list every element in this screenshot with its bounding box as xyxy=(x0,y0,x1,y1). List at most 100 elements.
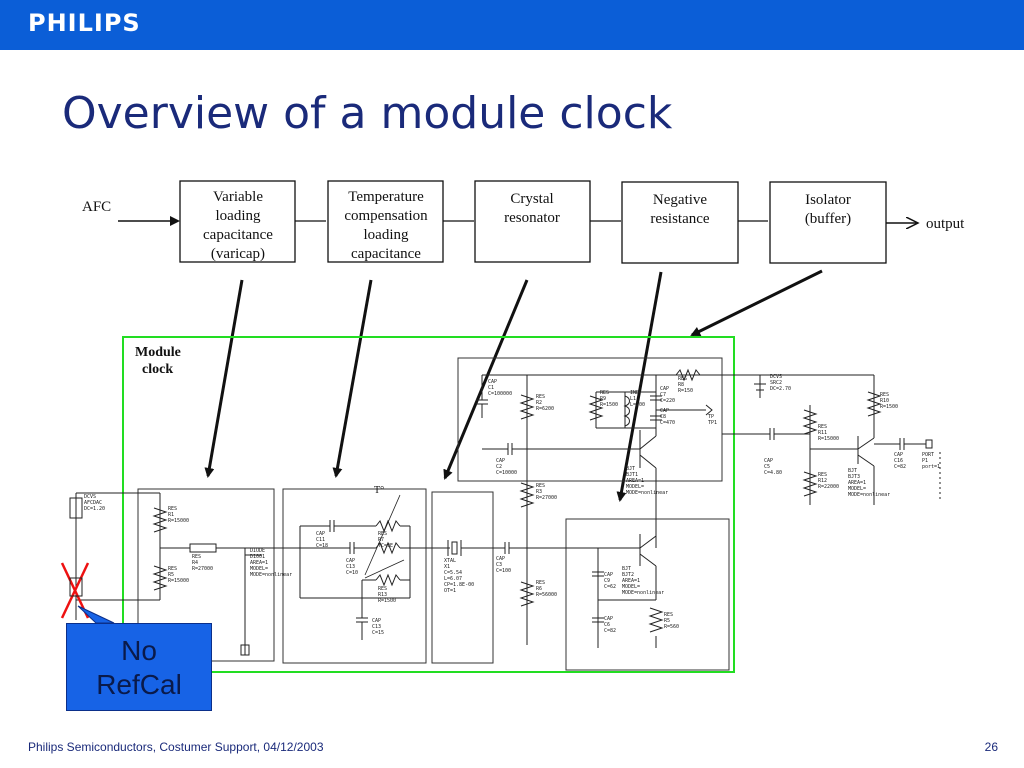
component-label: RES xyxy=(818,424,827,430)
pointer-arrow-isolator xyxy=(690,269,823,337)
callout-line: RefCal xyxy=(96,669,182,700)
module-label: Module xyxy=(135,345,181,360)
component-label: R4 xyxy=(192,560,198,566)
component-label: C=100000 xyxy=(488,391,512,397)
pointer-arrow-negative-resistance xyxy=(616,271,663,502)
component-label: R5 xyxy=(168,572,174,578)
component-label: C9 xyxy=(604,578,610,584)
component-label: RES xyxy=(880,392,889,398)
component-label: R10 xyxy=(880,398,889,404)
component-label: BJT xyxy=(848,468,857,474)
component-label: C16 xyxy=(894,458,903,464)
component-label: MODE=nonlinear xyxy=(848,492,890,498)
block-line: (varicap) xyxy=(211,246,265,262)
component-label: C13 xyxy=(346,564,355,570)
component-label: R8 xyxy=(678,382,684,388)
component-label: DCVS xyxy=(770,374,782,380)
component-label: C1 xyxy=(488,385,494,391)
component-label: R12 xyxy=(818,478,827,484)
header-bar: PHILIPS xyxy=(0,0,1024,50)
component-label: BJT xyxy=(622,566,631,572)
component-label: R=1500 xyxy=(880,404,898,410)
block-line: loading xyxy=(216,208,261,224)
component-label: MODEL= xyxy=(848,486,866,492)
component-label: C7 xyxy=(660,392,666,398)
component-label: AREA=1 xyxy=(848,480,866,486)
component-label: C=15 xyxy=(372,630,384,636)
afc-label: AFC xyxy=(82,199,111,215)
component-label: R=15000 xyxy=(168,578,189,584)
component-label: MODEL= xyxy=(626,484,644,490)
component-label: C11 xyxy=(316,537,325,543)
component-label: MODEL= xyxy=(622,584,640,590)
component-label: CP=1.8E-00 xyxy=(444,582,474,588)
component-label: C5 xyxy=(764,464,770,470)
block-line: Crystal xyxy=(510,191,553,207)
component-label: RES xyxy=(192,554,201,560)
schematic-section-crystal xyxy=(431,491,494,664)
output-label: output xyxy=(926,216,965,232)
component-label: R11 xyxy=(818,430,827,436)
component-label: RES xyxy=(600,390,609,396)
block-line: Negative xyxy=(653,192,707,208)
component-label: DCVS xyxy=(84,494,96,500)
component-label: OT=1 xyxy=(444,588,456,594)
component-label: BJT xyxy=(626,466,635,472)
slide-title: Overview of a module clock xyxy=(62,88,673,139)
schematic-section-negative-resistance xyxy=(565,518,730,671)
component-label: C=100 xyxy=(496,568,511,574)
block-line: Isolator xyxy=(805,192,851,208)
component-label: MODE=nonlinear xyxy=(250,572,292,578)
block-line: (buffer) xyxy=(805,211,851,227)
component-label: D1001 xyxy=(250,554,265,560)
footer-text: Philips Semiconductors, Costumer Support… xyxy=(28,740,324,754)
component-label: C=5.54 xyxy=(444,570,462,576)
component-label: RES xyxy=(678,376,687,382)
module-clock-boundary xyxy=(122,336,735,673)
pointer-arrow-temperature xyxy=(332,279,373,478)
component-label: R=150 xyxy=(678,388,693,394)
block-negative-resistance: Negative resistance xyxy=(621,181,739,264)
component-label: MODE=nonlinear xyxy=(622,590,664,596)
block-temperature-compensation: Temperature compensation loading capacit… xyxy=(327,180,444,263)
component-label: RES xyxy=(378,531,387,537)
block-line: compensation xyxy=(344,208,428,224)
component-label: R6 xyxy=(536,586,542,592)
no-refcal-callout: No RefCal xyxy=(66,623,212,711)
component-label: AFCDAC xyxy=(84,500,102,506)
component-label: C=10 xyxy=(346,570,358,576)
component-label: CAP xyxy=(496,458,505,464)
component-label: MODEL= xyxy=(250,566,268,572)
component-label: CAP xyxy=(496,556,505,562)
component-label: C13 xyxy=(372,624,381,630)
component-label: AREA=1 xyxy=(622,578,640,584)
component-label: CAP xyxy=(764,458,773,464)
pointer-arrow-varicap xyxy=(204,279,244,478)
component-label: RES xyxy=(818,472,827,478)
component-label: C2 xyxy=(496,464,502,470)
component-label: P1 xyxy=(922,458,928,464)
component-label: C=10000 xyxy=(496,470,517,476)
page-number: 26 xyxy=(984,740,998,754)
component-label: RES xyxy=(536,483,545,489)
block-line: capacitance xyxy=(203,227,273,243)
component-label: SRC2 xyxy=(770,380,782,386)
philips-logo: PHILIPS xyxy=(28,9,141,37)
component-label: MODE=nonlinear xyxy=(626,490,668,496)
component-label: R1 xyxy=(168,512,174,518)
component-label: R=22000 xyxy=(818,484,839,490)
component-label: C8 xyxy=(660,414,666,420)
component-label: C=4.80 xyxy=(764,470,782,476)
component-label: R2 xyxy=(536,400,542,406)
component-label: C=62 xyxy=(604,584,616,590)
component-label: BJT1 xyxy=(626,472,638,478)
schematic-section-temperature xyxy=(282,488,427,664)
component-label: TP xyxy=(708,414,714,420)
component-label: CAP xyxy=(372,618,381,624)
component-label: R=27000 xyxy=(192,566,213,572)
component-label: XTAL xyxy=(444,558,456,564)
component-label: AREA=1 xyxy=(626,478,644,484)
component-label: R=27000 xyxy=(536,495,557,501)
component-label: C3 xyxy=(496,562,502,568)
component-label: R=6200 xyxy=(536,406,554,412)
